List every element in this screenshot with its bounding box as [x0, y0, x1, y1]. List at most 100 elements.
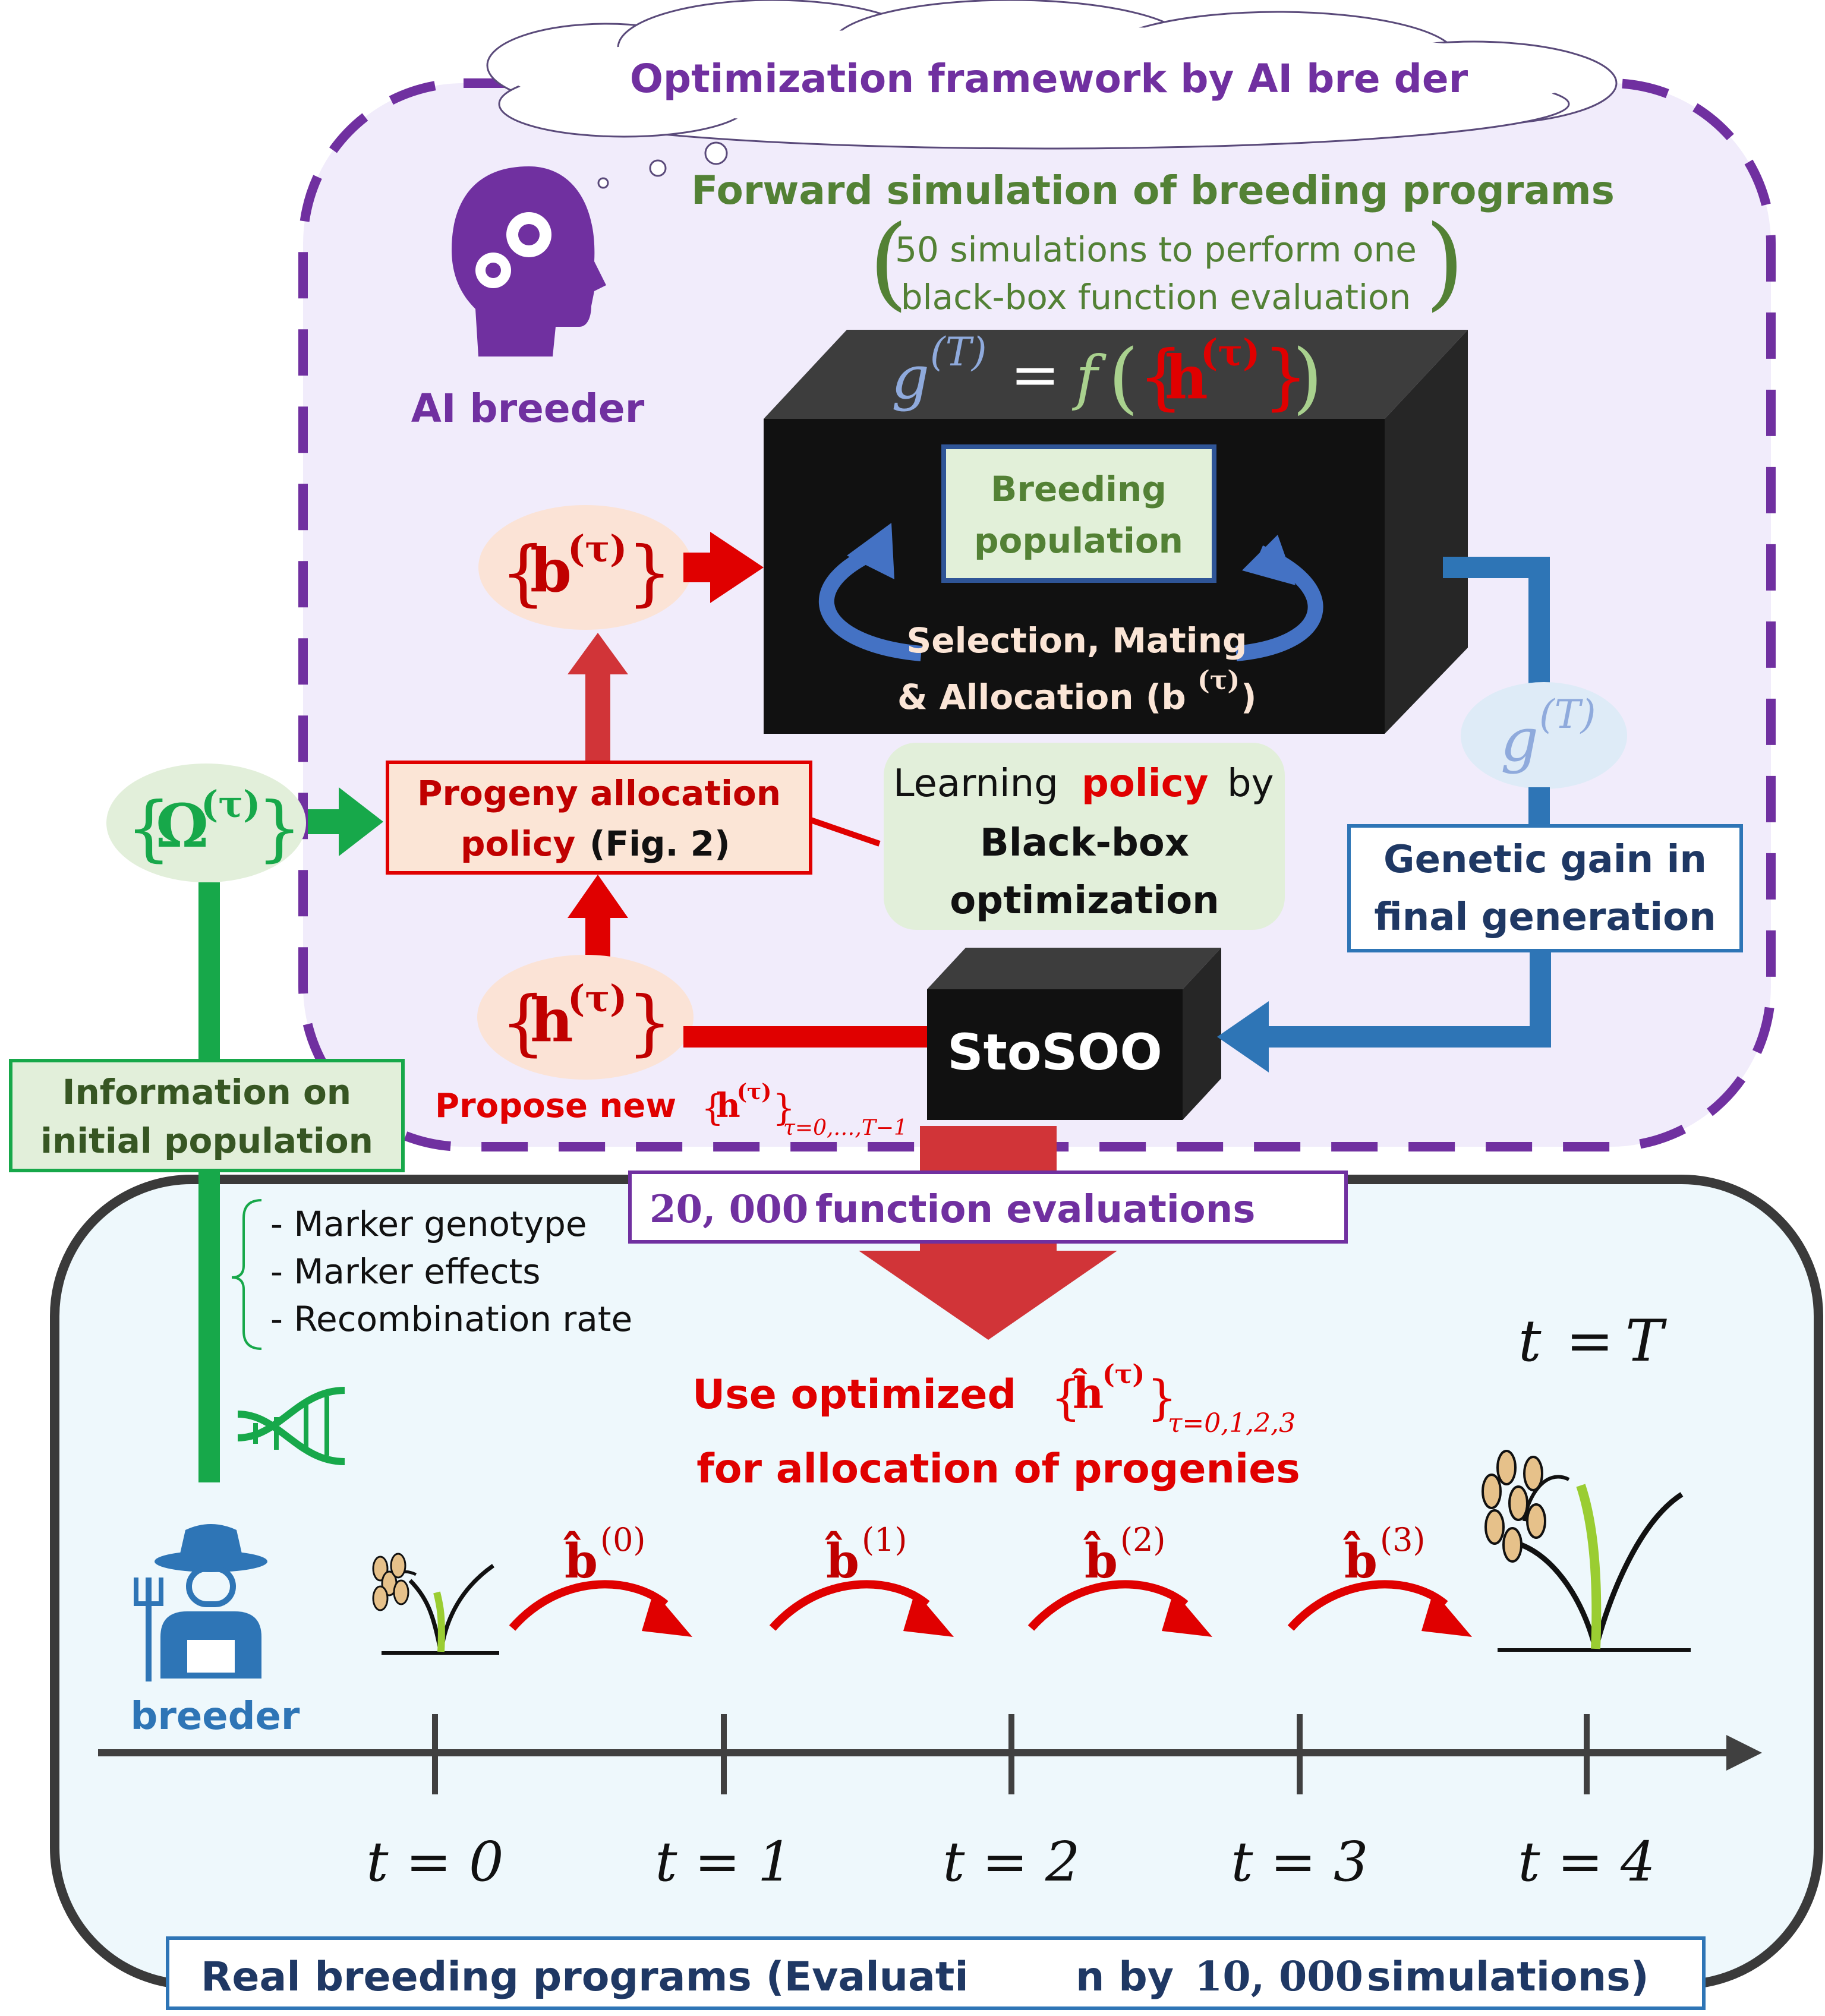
timeline-arrowhead — [1726, 1735, 1762, 1771]
sel-line1: Selection, Mating — [907, 620, 1247, 661]
info-title-line1: Information on — [62, 1072, 351, 1112]
cloud-title: Optimization framework by AI bre der — [630, 56, 1468, 102]
b-tau: (τ) — [568, 527, 627, 570]
info-line — [198, 882, 220, 1482]
step-b-3: b̂ — [1343, 1530, 1378, 1589]
b-node — [478, 505, 692, 630]
propose-sub: τ=0,…,T−1 — [783, 1116, 907, 1140]
h-node — [477, 955, 694, 1080]
pop-line2: population — [974, 520, 1183, 561]
step-b-2: b̂ — [1083, 1530, 1118, 1589]
policy-box — [386, 761, 812, 875]
policy-word: policy — [461, 824, 575, 864]
timeline-ticks — [432, 1714, 1590, 1794]
use-line1: Use optimized — [692, 1371, 1016, 1418]
rice-plant-small-icon — [372, 1553, 499, 1655]
step-sup-1: (1) — [862, 1521, 907, 1558]
learning-word3: by — [1227, 762, 1274, 806]
step-sup-0: (0) — [600, 1521, 646, 1558]
use-tau: (τ) — [1102, 1359, 1145, 1390]
cycle-arrow-left — [818, 542, 922, 661]
down-arrow — [859, 1251, 1117, 1340]
breeding-population-box — [941, 444, 1216, 583]
h-to-policy-arrow — [568, 875, 628, 918]
use-brace-left: { — [1051, 1370, 1081, 1425]
bottom-post: simulations) — [1367, 1954, 1649, 2001]
b-main: b — [530, 535, 572, 605]
step-arrow-0 — [509, 1580, 669, 1631]
gain-box — [1347, 824, 1743, 952]
policy-fig: (Fig. 2) — [590, 824, 730, 864]
step-arrow-3 — [1287, 1580, 1448, 1631]
stosoo-to-h-line — [683, 1026, 930, 1048]
gain-to-stosoo-arrow — [1217, 1001, 1269, 1072]
eq-paren-right: ) — [1293, 332, 1323, 422]
paren-left: ( — [869, 204, 908, 321]
breeder-label: breeder — [131, 1695, 300, 1739]
eq-brace-right: } — [1263, 336, 1308, 418]
eq-tau: (τ) — [1200, 331, 1260, 374]
pop-line1: Breeding — [991, 469, 1167, 509]
h-tau: (τ) — [568, 977, 627, 1020]
step-arrow-1 — [769, 1580, 930, 1631]
bottom-mid: n by — [1076, 1954, 1174, 2001]
use-sub: τ=0,1,2,3 — [1168, 1408, 1296, 1438]
use-line2: for allocation of progenies — [696, 1446, 1300, 1493]
bottom-num: 10, 000 — [1194, 1953, 1363, 2001]
eq-paren-left: ( — [1108, 332, 1139, 422]
h-main: h — [530, 985, 573, 1055]
omega-brace-left: { — [126, 787, 171, 870]
g-sup: (T) — [1539, 692, 1596, 737]
use-brace-right: } — [1147, 1370, 1177, 1425]
info-item-3: - Recombination rate — [270, 1299, 632, 1339]
time-label-0: t = 0 — [366, 1830, 503, 1894]
eq-T: (T) — [930, 329, 987, 375]
omega-main: Ω — [156, 791, 209, 861]
stosoo-label: StoSOO — [947, 1023, 1162, 1081]
propose-tau: (τ) — [737, 1080, 771, 1105]
time-label-3: t = 3 — [1231, 1830, 1368, 1894]
sel-close: ) — [1241, 677, 1257, 717]
stosoo-box — [927, 948, 1221, 1120]
feedback-line — [1443, 557, 1550, 701]
ai-head-icon — [452, 166, 606, 356]
paren-right: ) — [1425, 204, 1464, 321]
omega-node — [106, 764, 306, 882]
propose-brace-right: } — [773, 1087, 795, 1129]
learning-word1: Learning — [893, 762, 1058, 806]
propose-brace-left: { — [701, 1087, 724, 1129]
eval-num: 20, 000 — [650, 1187, 808, 1232]
real-breeding-title-box — [166, 1936, 1706, 2010]
policy-to-b-arrow — [568, 633, 628, 674]
step-arrow-2 — [1027, 1580, 1189, 1631]
b-to-box-arrow — [710, 532, 764, 603]
eq-h: h — [1165, 342, 1208, 412]
sel-line2: & Allocation (b — [897, 677, 1186, 717]
g-main: g — [1501, 705, 1539, 775]
bottom-pre: Real breeding programs (Evaluati — [201, 1954, 969, 2001]
g-node — [1461, 682, 1627, 789]
omega-tau: (τ) — [201, 783, 260, 826]
omega-brace-right: } — [257, 787, 302, 870]
time-label-4: t = 4 — [1518, 1830, 1655, 1894]
tT-eq: = — [1566, 1308, 1613, 1374]
info-brace — [231, 1199, 262, 1350]
evaluations-box — [628, 1171, 1348, 1244]
dna-icon — [237, 1387, 345, 1465]
learning-line3: optimization — [950, 879, 1219, 923]
propose-text: Propose new — [435, 1087, 676, 1125]
thought-cloud — [486, 0, 1618, 189]
sim-line2: black-box function evaluation — [901, 277, 1411, 317]
h-brace-left: { — [500, 982, 546, 1064]
rice-plant-large-icon — [1482, 1450, 1691, 1652]
policy-line1: Progeny allocation — [417, 773, 781, 813]
propose-h: h — [716, 1086, 740, 1125]
learning-line2: Black-box — [980, 821, 1189, 865]
h-brace-right: } — [627, 982, 672, 1064]
time-label-2: t = 2 — [943, 1830, 1080, 1894]
sim-line1: 50 simulations to perform one — [895, 229, 1417, 270]
tT-T: T — [1625, 1308, 1667, 1374]
step-b-1: b̂ — [825, 1530, 859, 1589]
